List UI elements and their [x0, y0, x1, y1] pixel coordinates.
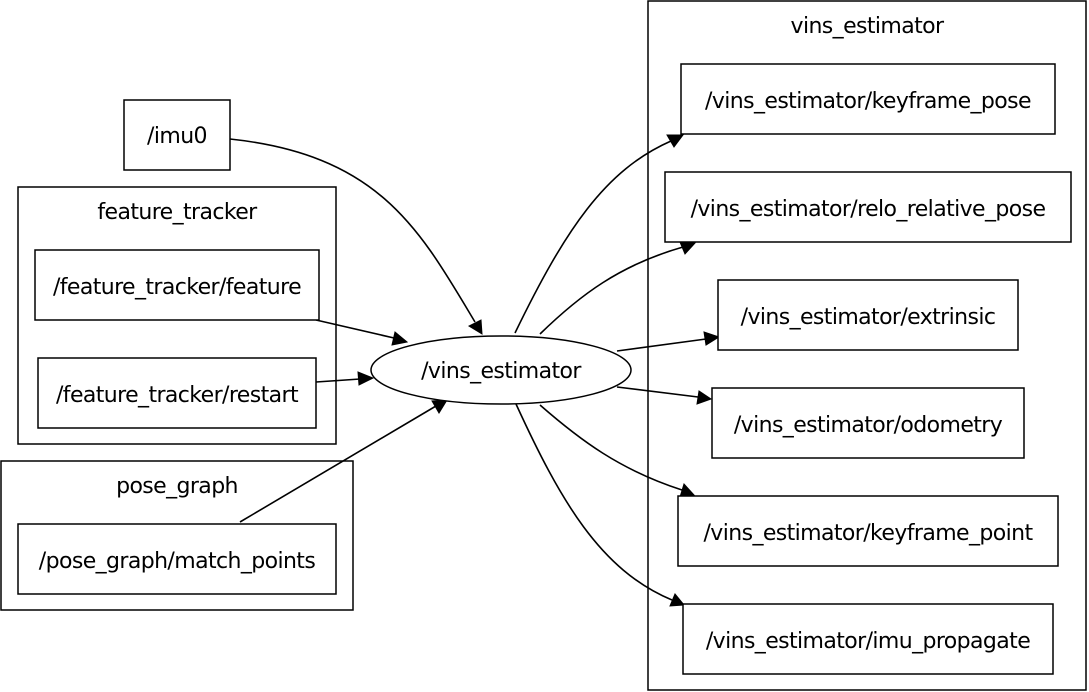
node-extrinsic-label: /vins_estimator/extrinsic	[741, 305, 996, 330]
arrowhead-restart	[357, 371, 375, 386]
node-imu-propagate[interactable]: /vins_estimator/imu_propagate	[682, 603, 1054, 675]
node-extrinsic-box[interactable]	[717, 279, 1019, 351]
edge-imu0-to-vins-estimator[interactable]	[229, 138, 476, 323]
cluster-vins-estimator-label: vins_estimator	[791, 14, 945, 39]
cluster-vins-estimator: vins_estimator	[647, 0, 1087, 691]
cluster-feature-tracker: feature_tracker	[17, 186, 337, 445]
node-odometry[interactable]: /vins_estimator/odometry	[711, 387, 1025, 459]
node-vins-estimator-label: /vins_estimator	[421, 359, 582, 384]
node-match-points-label: /pose_graph/match_points	[39, 549, 316, 574]
edge-vins-estimator-to-relo-relative-pose[interactable]	[539, 246, 684, 335]
node-odometry-box[interactable]	[711, 387, 1025, 459]
node-keyframe-point[interactable]: /vins_estimator/keyframe_point	[677, 495, 1059, 567]
node-imu0-label: /imu0	[147, 124, 207, 149]
node-keyframe-point-label: /vins_estimator/keyframe_point	[704, 521, 1034, 546]
cluster-pose-graph: pose_graph	[0, 460, 354, 611]
node-match-points-box[interactable]	[17, 523, 337, 595]
edge-restart-to-vins-estimator[interactable]	[315, 378, 361, 383]
cluster-pose-graph-label: pose_graph	[116, 474, 238, 499]
edge-vins-estimator-to-odometry[interactable]	[616, 386, 699, 398]
node-restart-label: /feature_tracker/restart	[56, 383, 299, 408]
node-restart-box[interactable]	[37, 357, 317, 429]
cluster-vins-estimator-frame	[647, 0, 1087, 691]
arrowhead-keyframe-pose	[666, 134, 684, 148]
node-match-points[interactable]: /pose_graph/match_points	[17, 523, 337, 595]
edge-match-points-to-vins-estimator[interactable]	[239, 405, 437, 523]
arrowhead-extrinsic	[703, 331, 721, 346]
node-feature[interactable]: /feature_tracker/feature	[34, 249, 320, 321]
node-vins-estimator[interactable]: /vins_estimator	[370, 335, 632, 405]
node-relo-relative-pose-label: /vins_estimator/relo_relative_pose	[691, 197, 1046, 222]
cluster-pose-graph-frame	[0, 460, 354, 611]
arrowhead-feature	[391, 331, 409, 346]
node-imu-propagate-box[interactable]	[682, 603, 1054, 675]
node-imu0[interactable]: /imu0	[123, 99, 231, 171]
node-extrinsic[interactable]: /vins_estimator/extrinsic	[717, 279, 1019, 351]
node-imu0-box[interactable]	[123, 99, 231, 171]
arrowhead-keyframe-point	[679, 483, 696, 498]
node-keyframe-pose[interactable]: /vins_estimator/keyframe_pose	[680, 63, 1056, 135]
edge-vins-estimator-to-keyframe-point[interactable]	[539, 404, 683, 491]
edge-feature-to-vins-estimator[interactable]	[315, 319, 395, 339]
node-feature-box[interactable]	[34, 249, 320, 321]
cluster-feature-tracker-label: feature_tracker	[97, 200, 258, 225]
node-vins-estimator-ellipse[interactable]	[370, 335, 632, 405]
arrowhead-odometry	[696, 390, 713, 405]
node-imu-propagate-label: /vins_estimator/imu_propagate	[706, 629, 1030, 654]
arrowhead-imu0	[467, 319, 483, 335]
cluster-feature-tracker-frame	[17, 186, 337, 445]
node-restart[interactable]: /feature_tracker/restart	[37, 357, 317, 429]
edge-vins-estimator-to-imu-propagate[interactable]	[515, 403, 673, 601]
node-odometry-label: /vins_estimator/odometry	[734, 413, 1003, 438]
node-keyframe-pose-box[interactable]	[680, 63, 1056, 135]
node-relo-relative-pose[interactable]: /vins_estimator/relo_relative_pose	[664, 171, 1072, 243]
node-keyframe-point-box[interactable]	[677, 495, 1059, 567]
node-keyframe-pose-label: /vins_estimator/keyframe_pose	[705, 89, 1031, 114]
arrowhead-imu-propagate	[669, 593, 685, 607]
edges	[229, 134, 721, 607]
edge-vins-estimator-to-extrinsic[interactable]	[616, 338, 707, 352]
edge-vins-estimator-to-keyframe-pose[interactable]	[514, 140, 672, 334]
node-relo-relative-pose-box[interactable]	[664, 171, 1072, 243]
arrowhead-relo-relative-pose	[679, 241, 697, 255]
node-feature-label: /feature_tracker/feature	[53, 275, 301, 300]
